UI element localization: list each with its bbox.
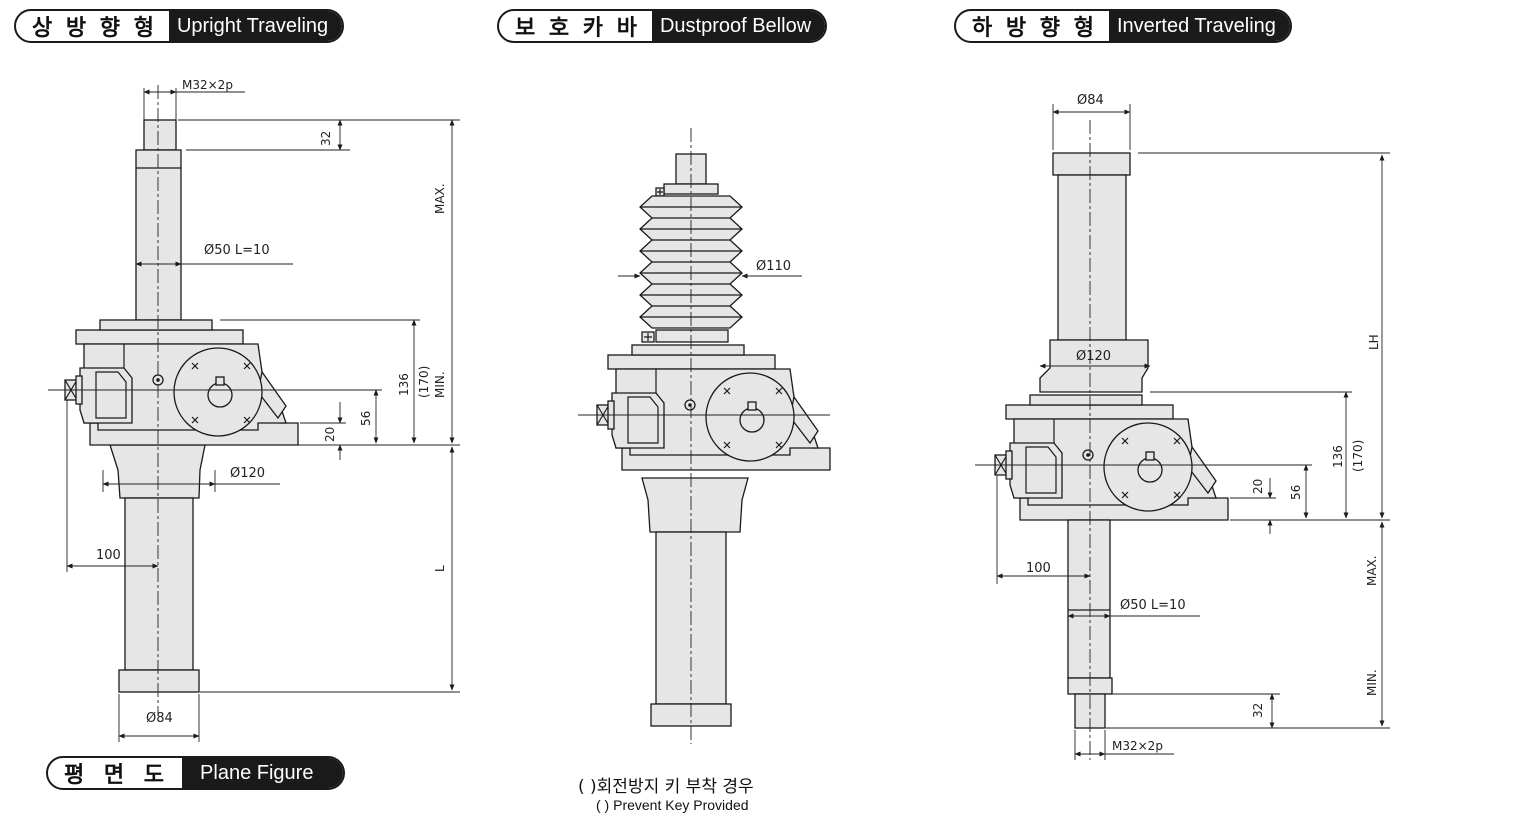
header-plane-en: Plane Figure: [182, 758, 344, 788]
inverted-dim-136: 136: [1331, 445, 1345, 468]
header-upright-en: Upright Traveling: [168, 11, 343, 41]
inverted-dim-170: (170): [1351, 440, 1365, 472]
inverted-dim-32: 32: [1251, 703, 1265, 718]
inverted-dim-84: Ø84: [1077, 93, 1104, 108]
upright-dim-56: 56: [359, 411, 373, 426]
header-upright: 상 방 향 형 Upright Traveling: [14, 9, 345, 43]
footnote-korean: ( )회전방지 키 부착 경우: [578, 777, 754, 797]
upright-dim-84: Ø84: [146, 711, 173, 726]
footnote-english: ( ) Prevent Key Provided: [596, 797, 749, 813]
upright-dim-100: 100: [96, 548, 121, 563]
inverted-LH-label: LH: [1367, 334, 1381, 350]
header-inverted-ko: 하 방 향 형: [972, 16, 1097, 41]
upright-dim-136: 136: [397, 373, 411, 396]
inverted-max-label: MAX.: [1365, 555, 1379, 586]
inverted-dim-100: 100: [1026, 561, 1051, 576]
bellow-drawing: Ø110: [578, 128, 831, 744]
inverted-dim-20: 20: [1251, 479, 1265, 494]
upright-dim-170: (170): [417, 366, 431, 398]
inverted-thread-label: M32×2p: [1112, 739, 1163, 753]
upright-drawing: M32×2p 32 MAX. Ø50 L=10 136 (170) MIN. 5…: [48, 78, 460, 742]
header-upright-ko: 상 방 향 형: [32, 16, 157, 41]
inverted-min-label: MIN.: [1365, 669, 1379, 696]
header-plane-ko: 평 면 도: [64, 763, 171, 788]
header-inverted: 하 방 향 형 Inverted Traveling: [954, 9, 1292, 43]
header-plane: 평 면 도 Plane Figure: [46, 756, 346, 790]
inverted-shaft-label: Ø50 L=10: [1120, 598, 1186, 613]
header-bellow-en: Dustproof Bellow: [651, 11, 826, 41]
upright-max-label: MAX.: [433, 183, 447, 214]
inverted-dim-120: Ø120: [1076, 349, 1111, 364]
upright-dim-20: 20: [323, 427, 337, 442]
header-inverted-en: Inverted Traveling: [1108, 11, 1290, 41]
upright-min-label: MIN.: [433, 371, 447, 398]
upright-dim-32: 32: [319, 131, 333, 146]
upright-L-label: L: [433, 565, 447, 572]
upright-dim-120: Ø120: [230, 466, 265, 481]
upright-thread-label: M32×2p: [182, 78, 233, 92]
inverted-dim-56: 56: [1289, 485, 1303, 500]
bellow-dim-110: Ø110: [756, 259, 791, 274]
header-bellow: 보 호 카 바 Dustproof Bellow: [497, 9, 828, 43]
upright-shaft-label: Ø50 L=10: [204, 243, 270, 258]
inverted-drawing: Ø84 LH Ø120 136 (170) 56 20 100 Ø50 L=10: [975, 93, 1390, 760]
header-bellow-ko: 보 호 카 바: [515, 16, 640, 41]
